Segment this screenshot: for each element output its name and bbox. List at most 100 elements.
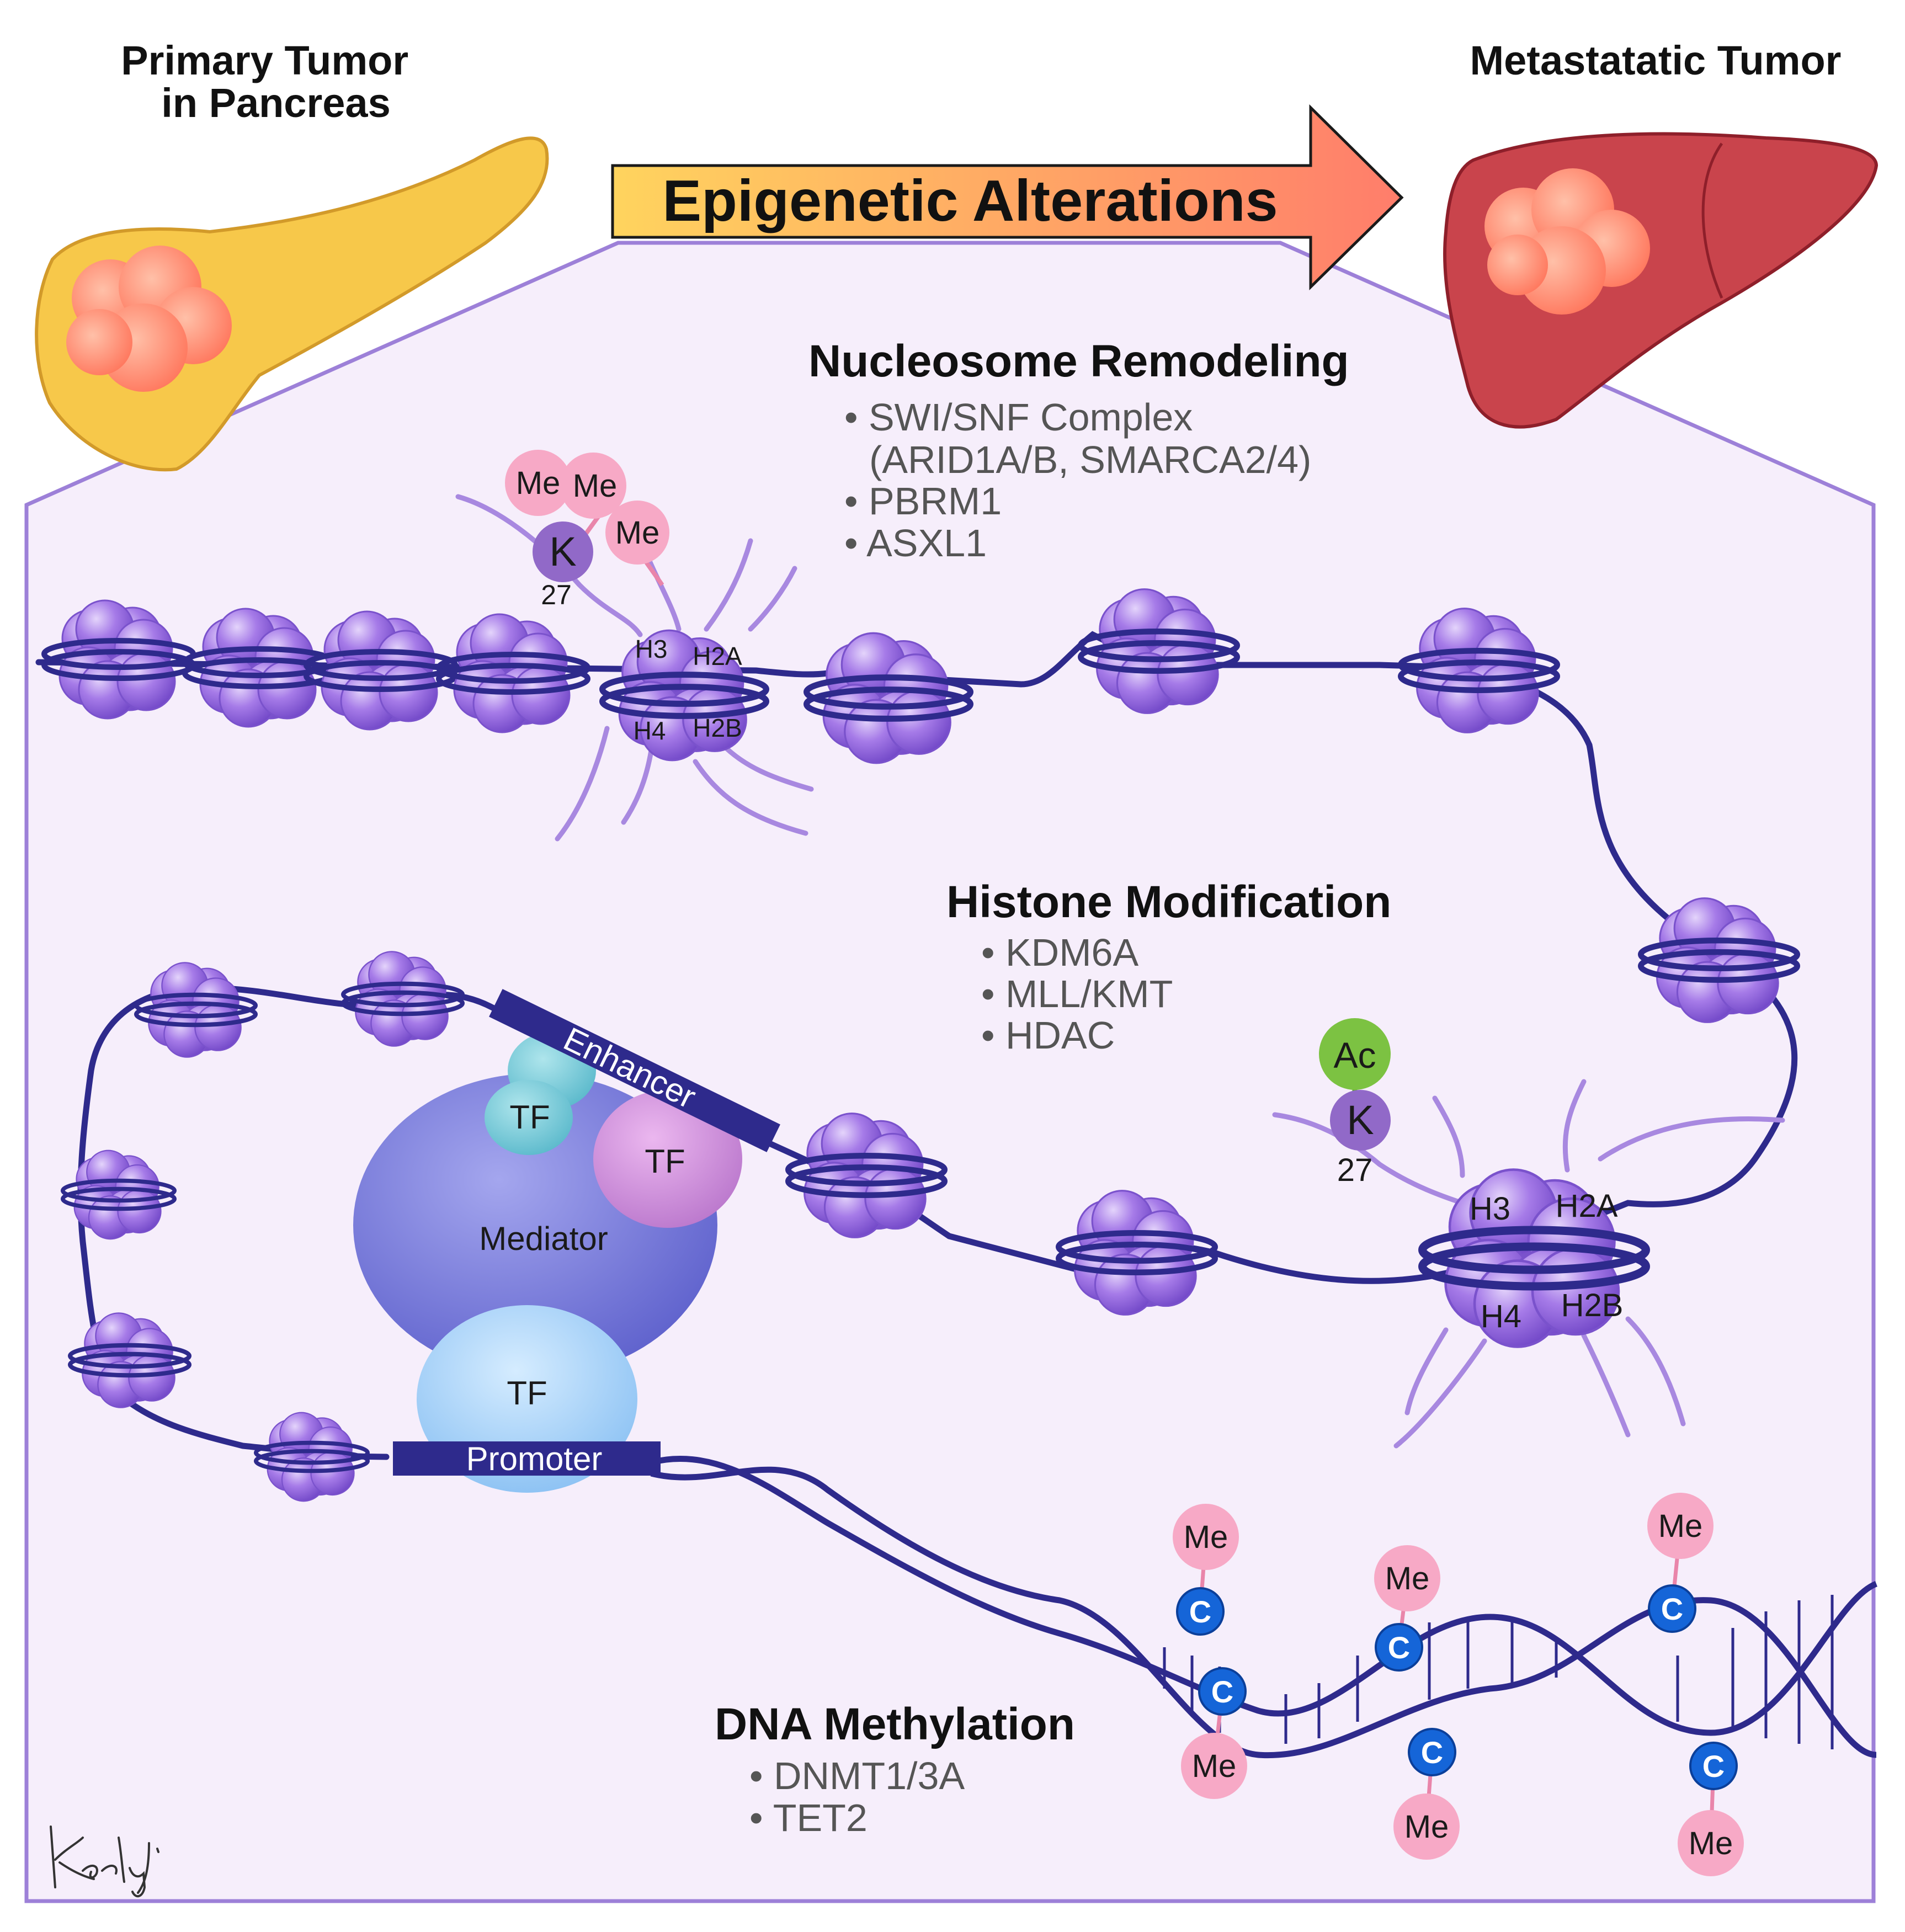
dna-wrap xyxy=(304,649,458,681)
methyl-mark xyxy=(1678,1810,1744,1876)
cytosine-label: C xyxy=(1211,1674,1233,1709)
histone-modification-title: Histone Modification xyxy=(946,877,1391,927)
dna-wrap xyxy=(436,652,590,684)
promoter-element: Promoter xyxy=(393,1440,661,1477)
methyl-mark xyxy=(1374,1545,1440,1611)
dna-wrap xyxy=(1078,640,1240,674)
dna-wrap xyxy=(1638,949,1800,983)
acetyl-label: Ac xyxy=(1333,1035,1376,1076)
methyl-mark-1 xyxy=(505,450,571,516)
dna-wrap xyxy=(340,981,465,1008)
nucleosome xyxy=(803,632,974,764)
dna-wrap xyxy=(1418,1242,1650,1291)
progression-arrow xyxy=(611,104,1404,290)
methyl-mark-2 xyxy=(560,453,626,519)
cytosine-base xyxy=(1408,1728,1456,1776)
tf-teal-label: TF xyxy=(509,1099,550,1136)
dna-wrap xyxy=(254,1449,370,1473)
nucleosome xyxy=(1638,897,1800,1023)
acetyl-mark xyxy=(1319,1018,1391,1090)
dna-wrap xyxy=(1398,648,1560,682)
primary-tumor-line2: in Pancreas xyxy=(161,80,390,126)
lysine-label-right: K xyxy=(1347,1097,1374,1143)
dna-wrap xyxy=(1418,1226,1650,1274)
dna-wrap xyxy=(436,663,590,695)
primary-tumor-title: Primary Tumor in Pancreas xyxy=(121,38,419,126)
nucleosome xyxy=(436,613,590,733)
tf-blue-label: TF xyxy=(507,1375,547,1412)
remodeling-item-1: • SWI/SNF Complex xyxy=(844,396,1193,439)
arrow-label: Epigenetic Alterations xyxy=(662,168,1278,233)
methyl-label: Me xyxy=(1192,1748,1237,1784)
dna-base-rungs xyxy=(1163,1595,1834,1749)
methyl-mark-3 xyxy=(605,501,669,565)
methyl-label: Me xyxy=(1404,1809,1449,1845)
cytosine-base xyxy=(1198,1667,1247,1716)
dna-wrap xyxy=(134,1001,258,1028)
dna-wrap xyxy=(61,1178,177,1203)
h2b-label-top: H2B xyxy=(693,714,742,742)
dna-methylation-title: DNA Methylation xyxy=(715,1699,1075,1749)
h4-label-right: H4 xyxy=(1481,1298,1521,1334)
methyl-mark xyxy=(1647,1493,1714,1559)
dna-methylation-block: DNA Methylation • DNMT1/3A • TET2 xyxy=(715,1699,1075,1839)
dna-wrap xyxy=(803,674,974,710)
nucleosome xyxy=(1418,1168,1650,1348)
cytosine-label: C xyxy=(1702,1749,1725,1784)
dna-wrap xyxy=(599,684,770,719)
dna-wrap xyxy=(1056,1230,1218,1264)
dna-wrap xyxy=(1078,629,1240,662)
histone-labels-right: H3 H2A H4 H2B xyxy=(1470,1188,1623,1334)
nucleosome xyxy=(61,1149,177,1240)
dna-methylation-item-2: • TET2 xyxy=(749,1796,868,1839)
methyl-label-1: Me xyxy=(516,465,561,501)
cytosine-base xyxy=(1689,1742,1738,1790)
h3-label-right: H3 xyxy=(1470,1191,1510,1227)
nucleosome xyxy=(41,599,196,720)
nucleosome xyxy=(67,1312,192,1408)
nucleosome xyxy=(599,629,770,762)
h2a-label-right: H2A xyxy=(1556,1188,1618,1224)
tf-teal xyxy=(485,1080,573,1155)
mediator-label: Mediator xyxy=(479,1220,608,1257)
lysine-position-right: 27 xyxy=(1337,1152,1373,1188)
dna-wrap xyxy=(785,1153,948,1186)
nucleosome-layer xyxy=(41,588,1800,1502)
methyl-label-2: Me xyxy=(573,468,618,504)
dna-wrap xyxy=(134,992,258,1019)
cytosine-base xyxy=(1375,1623,1423,1672)
lysine-residue-right xyxy=(1330,1090,1391,1151)
tf-pink-label: TF xyxy=(645,1143,685,1180)
nucleosome xyxy=(134,962,258,1058)
methyl-label: Me xyxy=(1689,1825,1733,1861)
dna-wrap xyxy=(67,1351,192,1378)
nucleosome-remodeling-title: Nucleosome Remodeling xyxy=(808,336,1349,386)
h3k27-methylation: Me Me Me K 27 xyxy=(505,450,669,610)
histone-item-2: • MLL/KMT xyxy=(981,972,1173,1015)
metastatic-tumor-mass xyxy=(1484,168,1650,315)
liver-illustration xyxy=(1443,132,1879,429)
dna-wrap xyxy=(340,990,465,1016)
cytosine-label: C xyxy=(1388,1630,1410,1665)
promoter-label: Promoter xyxy=(466,1440,603,1477)
h2a-label-top: H2A xyxy=(693,642,742,670)
nucleosome xyxy=(304,610,458,731)
nucleosome xyxy=(1398,608,1560,733)
histone-item-3: • HDAC xyxy=(981,1014,1115,1057)
dna-methylation-item-1: • DNMT1/3A xyxy=(749,1754,965,1797)
dna-wrap xyxy=(599,672,770,707)
cytosine-base xyxy=(1648,1584,1696,1633)
primary-tumor-mass xyxy=(66,246,232,392)
dna-wrap xyxy=(1056,1242,1218,1275)
pancreas-illustration xyxy=(35,136,549,472)
cytosine-label: C xyxy=(1189,1594,1211,1629)
methyl-label: Me xyxy=(1658,1508,1703,1544)
methyl-label-3: Me xyxy=(615,515,660,551)
histone-labels-top: H3 H2A H4 H2B xyxy=(634,635,742,745)
remodeling-item-3: • PBRM1 xyxy=(844,480,1002,523)
nucleosome xyxy=(340,951,465,1047)
cytosine-base xyxy=(1176,1587,1225,1636)
cytosine-label: C xyxy=(1661,1592,1683,1626)
lysine-position-top: 27 xyxy=(541,579,572,610)
